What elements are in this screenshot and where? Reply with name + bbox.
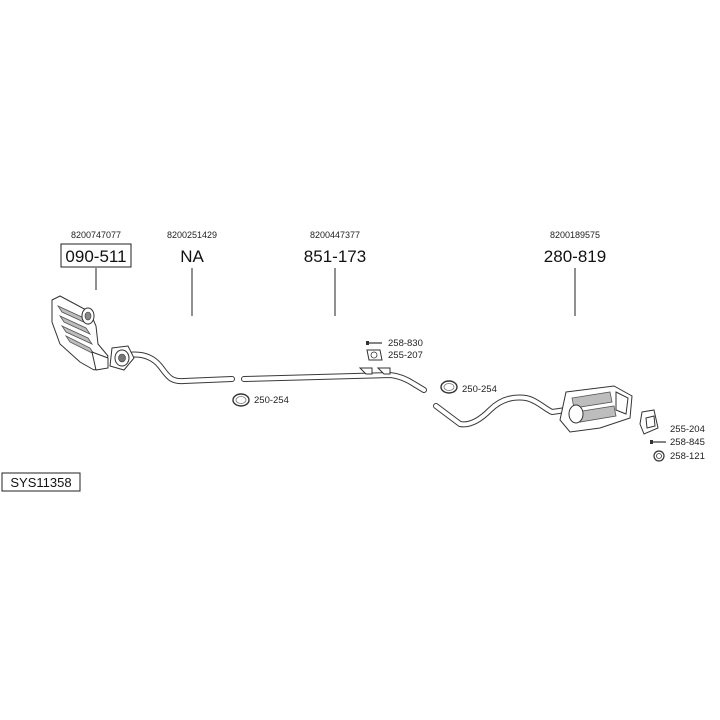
catalyst-part-number[interactable]: 090-511 xyxy=(65,247,126,266)
front-pipe-oe-number: 8200251429 xyxy=(167,230,217,240)
bolt-icon[interactable] xyxy=(650,440,666,444)
rear-silencer-part-number[interactable]: 280-819 xyxy=(544,247,606,266)
front-pipe-part-number[interactable]: NA xyxy=(180,247,204,266)
catalyst-part[interactable] xyxy=(51,295,109,371)
ring-rear-number[interactable]: 258-121 xyxy=(670,451,705,462)
bolt-center-number[interactable]: 258-830 xyxy=(388,338,423,349)
clamp-icon[interactable] xyxy=(232,393,250,407)
system-code: SYS11358 xyxy=(10,475,71,490)
system-code-box xyxy=(1,472,81,492)
catalyst-oe-number: 8200747077 xyxy=(71,230,121,240)
bolt-icon[interactable] xyxy=(366,341,382,345)
rear-silencer-part[interactable] xyxy=(559,385,633,433)
catalyst-part-box xyxy=(60,243,132,268)
rubber-mount-icon[interactable] xyxy=(366,349,383,361)
center-pipe-oe-number: 8200447377 xyxy=(310,230,360,240)
clamp-front-number[interactable]: 250-254 xyxy=(254,395,289,406)
bolt-rear-number[interactable]: 258-845 xyxy=(670,437,705,448)
front-pipe-part[interactable] xyxy=(109,345,235,385)
rear-silencer-oe-number: 8200189575 xyxy=(550,230,600,240)
center-pipe-part-number[interactable]: 851-173 xyxy=(304,247,366,266)
center-pipe-part[interactable] xyxy=(241,367,427,393)
rear-pipe-part[interactable] xyxy=(433,394,569,428)
rubber-mount-icon[interactable] xyxy=(639,409,659,435)
mount-rear-number[interactable]: 255-204 xyxy=(670,424,705,435)
ring-icon[interactable] xyxy=(653,450,665,462)
mount-center-number[interactable]: 255-207 xyxy=(388,350,423,361)
clamp-icon[interactable] xyxy=(440,380,458,394)
clamp-rear-number[interactable]: 250-254 xyxy=(462,384,497,395)
